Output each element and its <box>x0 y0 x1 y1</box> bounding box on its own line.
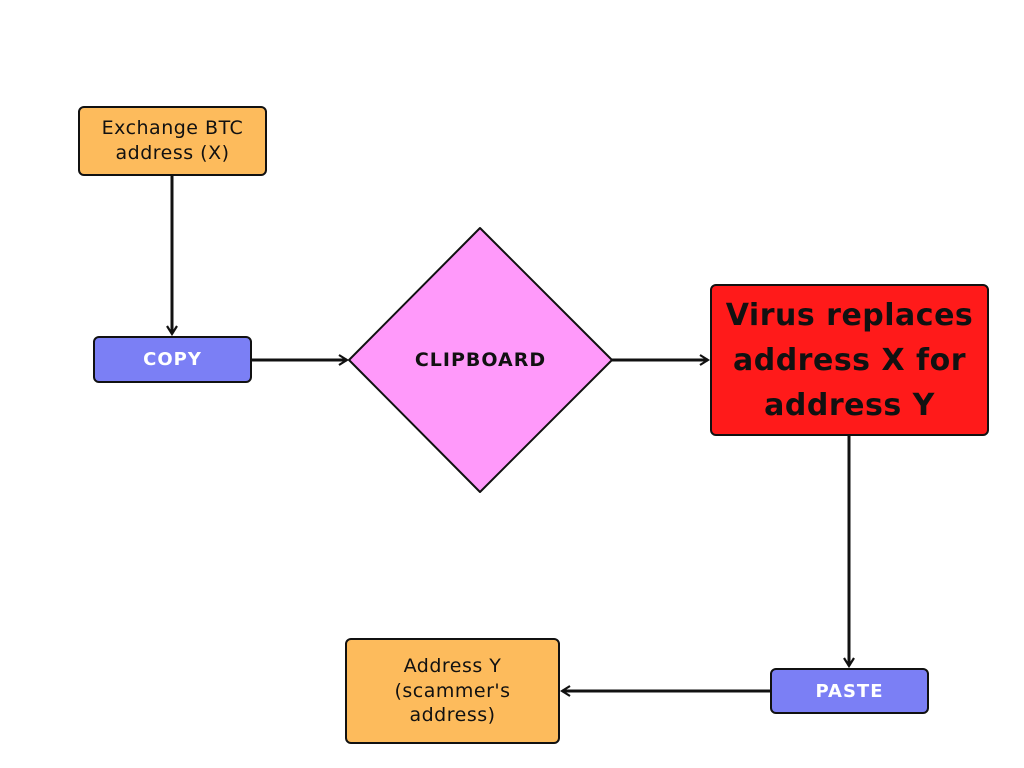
copy-node: COPY <box>93 336 252 383</box>
virus-replaces-node: Virus replaces address X for address Y <box>710 284 989 436</box>
paste-label: PASTE <box>815 680 884 702</box>
exchange-btc-address-label: Exchange BTC address (X) <box>101 117 244 164</box>
clipboard-label: CLIPBOARD <box>414 349 547 371</box>
clipboard-diamond <box>348 227 613 493</box>
copy-label: COPY <box>143 349 202 370</box>
exchange-btc-address-node: Exchange BTC address (X) <box>78 106 267 176</box>
scammer-address-node: Address Y (scammer's address) <box>345 638 560 744</box>
virus-replaces-label: Virus replaces address X for address Y <box>725 297 974 423</box>
scammer-address-label: Address Y (scammer's address) <box>394 654 511 727</box>
paste-node: PASTE <box>770 668 929 714</box>
